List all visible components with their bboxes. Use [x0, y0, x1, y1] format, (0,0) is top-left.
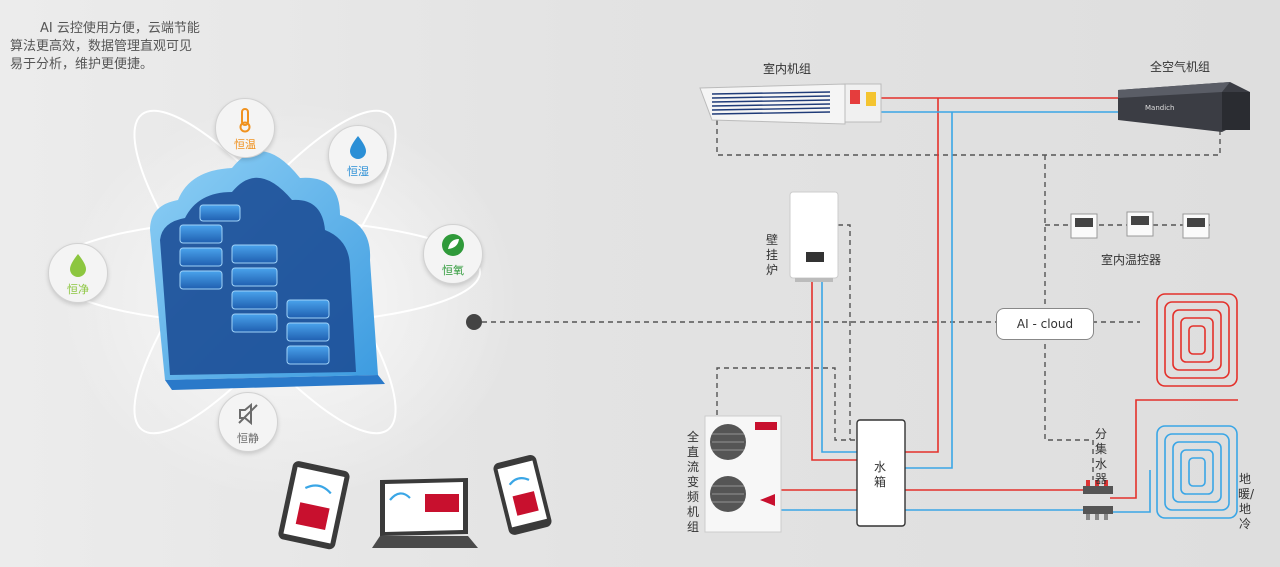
feature-constant-temperature: 恒温 [215, 98, 275, 158]
wall-boiler-device [789, 191, 839, 282]
outdoor-unit-device [704, 415, 782, 533]
hot-water-lines [780, 97, 1238, 499]
laptop-device [372, 478, 478, 548]
water-drop-icon [350, 136, 366, 159]
feature-constant-purity: 恒净 [48, 243, 108, 303]
indoor-unit-device [699, 83, 882, 125]
feature-label: 恒净 [67, 283, 89, 296]
intro-line-1: AI 云控使用方便，云端节能 [40, 21, 200, 36]
phone-device [493, 454, 552, 535]
floor-heating-coil-hot [1156, 293, 1238, 387]
feature-constant-humidity: 恒湿 [328, 125, 388, 185]
feature-label: 恒温 [234, 138, 256, 151]
outdoor-unit-label: 全直流变频机组 [686, 430, 699, 534]
water-tank-label: 水箱 [873, 460, 886, 489]
feature-label: 恒湿 [347, 165, 369, 178]
floor-heating-label: 地暖/地冷 [1238, 472, 1255, 531]
control-lines [716, 120, 1221, 480]
thermostat-label: 室内温控器 [1101, 253, 1162, 267]
manifold-device [1083, 480, 1113, 520]
feature-label: 恒静 [237, 432, 259, 445]
indoor-unit-label: 室内机组 [763, 62, 812, 76]
purify-drop-icon [70, 254, 86, 277]
ai-cloud-node: AI - cloud [996, 308, 1094, 340]
fresh-air-brand-text: Mandich [1145, 104, 1174, 112]
cloud-connector-dot [466, 314, 482, 330]
feature-constant-oxygen: 恒氧 [423, 224, 483, 284]
water-tank-device [856, 419, 906, 527]
tablet-device [278, 461, 350, 550]
intro-line-3: 易于分析，维护更便捷。 [10, 57, 154, 72]
fresh-air-unit-device: Mandich [1118, 82, 1250, 132]
cold-water-lines [780, 111, 1151, 513]
feature-constant-quiet: 恒静 [218, 392, 278, 452]
leaf-icon [442, 234, 464, 256]
manifold-label: 分集水器 [1094, 427, 1107, 486]
thermometer-icon [239, 108, 251, 133]
cloud-server-icon [150, 151, 385, 390]
wall-boiler-label: 壁挂炉 [765, 233, 778, 277]
fresh-air-unit-label: 全空气机组 [1150, 60, 1211, 74]
silent-speaker-icon [238, 402, 258, 426]
intro-text: AI 云控使用方便，云端节能 算法更高效，数据管理直观可见 易于分析，维护更便捷… [10, 20, 240, 74]
feature-label: 恒氧 [442, 264, 464, 277]
intro-line-2: 算法更高效，数据管理直观可见 [10, 39, 193, 54]
floor-cooling-coil-cold [1156, 425, 1238, 519]
